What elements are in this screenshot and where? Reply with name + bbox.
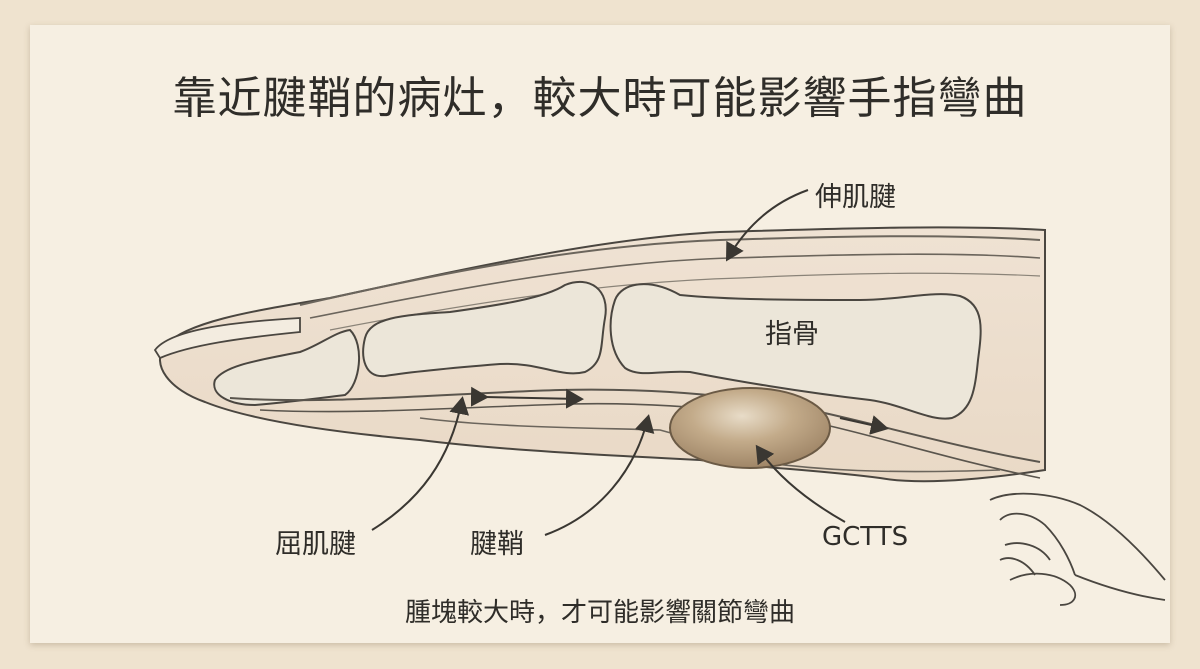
flow-arrow-icon: [839, 415, 889, 435]
leader-sheath: [544, 414, 655, 536]
page-title: 靠近腱鞘的病灶，較大時可能影響手指彎曲: [172, 73, 1028, 124]
leader-extensor: [725, 189, 809, 262]
flexor-tendon-line: [229, 388, 1041, 463]
extensor-tendon-line: [299, 235, 1041, 306]
pointing-hand-icon: [989, 492, 1166, 606]
gctts-lesion: [669, 387, 831, 469]
label-tendon-sheath: 腱鞘: [470, 529, 524, 560]
leader-lesion: [755, 444, 846, 523]
proximal-phalanx: [609, 283, 982, 420]
middle-phalanx: [362, 280, 607, 378]
caption: 腫塊較大時，才可能影響關節彎曲: [404, 598, 795, 628]
label-extensor-tendon: 伸肌腱: [815, 182, 896, 213]
distal-phalanx: [213, 328, 361, 407]
label-lesion: GCTTS: [822, 522, 909, 552]
fingernail: [153, 317, 301, 360]
label-flexor-tendon: 屈肌腱: [275, 529, 356, 560]
double-arrow-icon: [470, 386, 584, 409]
label-phalanx: 指骨: [765, 319, 819, 350]
leader-flexor: [371, 396, 470, 531]
